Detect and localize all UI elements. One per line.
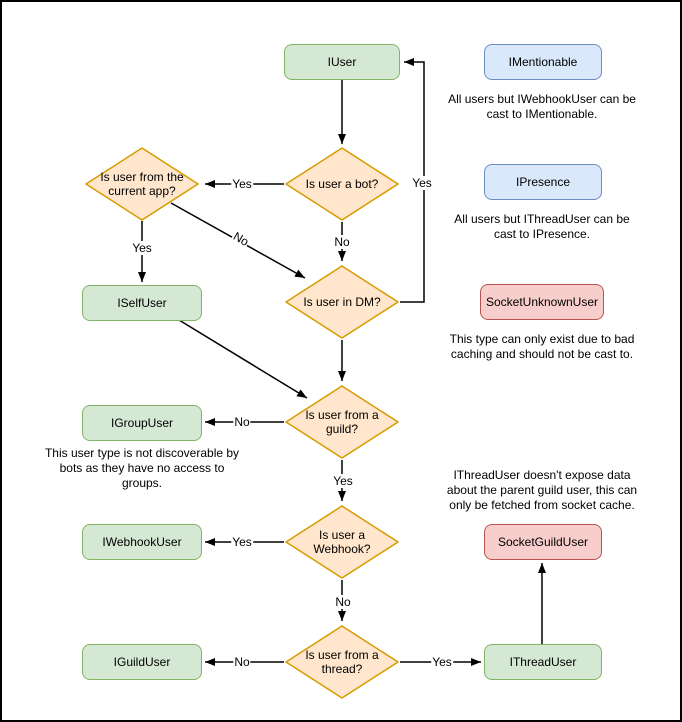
- diamond-shape: [85, 147, 199, 221]
- diamond-shape: [285, 505, 399, 579]
- annotation-presence-note: All users but IThreadUser can be cast to…: [454, 212, 630, 241]
- edge-label-bot-yes: Yes: [231, 177, 253, 191]
- node-igroupuser: IGroupUser: [82, 405, 202, 441]
- edge-label-bot-no: No: [333, 235, 351, 249]
- node-socketguilduser: SocketGuildUser: [484, 524, 602, 560]
- decision-from-thread: Is user from a thread?: [284, 624, 400, 700]
- decision-from-current-app-label: Is user from the current app?: [100, 169, 184, 198]
- decision-in-dm-label: Is user in DM?: [303, 294, 381, 309]
- edge-label-guild-yes: Yes: [332, 474, 354, 488]
- edge-iselfuser-to-guild: [178, 319, 308, 399]
- decision-from-guild-label: Is user from a guild?: [305, 407, 379, 436]
- node-iwebhookuser: IWebhookUser: [82, 524, 202, 560]
- diamond-shape: [285, 625, 399, 699]
- edge-label-thread-yes: Yes: [431, 655, 453, 669]
- annotation-thread-note: IThreadUser doesn't expose data about th…: [446, 468, 638, 512]
- decision-from-guild: Is user from a guild?: [284, 384, 400, 460]
- diamond-shape: [285, 385, 399, 459]
- node-igroupuser-label: IGroupUser: [110, 415, 174, 430]
- edge-label-thread-no: No: [233, 655, 251, 669]
- edge-label-dm-yes: Yes: [411, 176, 433, 190]
- node-socketunknownuser: SocketUnknownUser: [480, 284, 604, 320]
- node-ipresence: IPresence: [484, 164, 602, 200]
- node-iuser: IUser: [284, 44, 400, 80]
- node-iuser-label: IUser: [327, 54, 357, 69]
- node-imentionable-label: IMentionable: [508, 54, 578, 69]
- decision-from-thread-label: Is user from a thread?: [305, 647, 379, 676]
- node-iguilduser: IGuildUser: [82, 644, 202, 680]
- annotation-unknown-note: This type can only exist due to bad cach…: [449, 332, 635, 361]
- node-iwebhookuser-label: IWebhookUser: [102, 534, 182, 549]
- node-ithreaduser-label: IThreadUser: [509, 654, 577, 669]
- decision-is-webhook-label: Is user a Webhook?: [313, 527, 371, 556]
- decision-is-bot: Is user a bot?: [284, 146, 400, 222]
- diamond-shape: [285, 265, 399, 339]
- node-iguilduser-label: IGuildUser: [113, 654, 171, 669]
- node-ithreaduser: IThreadUser: [484, 644, 602, 680]
- decision-is-bot-label: Is user a bot?: [305, 176, 379, 191]
- decision-from-current-app: Is user from the current app?: [84, 146, 200, 222]
- node-ipresence-label: IPresence: [515, 174, 571, 189]
- node-socketunknownuser-label: SocketUnknownUser: [485, 294, 599, 309]
- diamond-shape: [285, 147, 399, 221]
- edge-label-app-yes: Yes: [131, 241, 153, 255]
- node-imentionable: IMentionable: [484, 44, 602, 80]
- decision-is-webhook: Is user a Webhook?: [284, 504, 400, 580]
- annotation-group-note: This user type is not discoverable by bo…: [44, 446, 240, 490]
- decision-in-dm: Is user in DM?: [284, 264, 400, 340]
- node-iselfuser-label: ISelfUser: [117, 295, 167, 310]
- edge-label-webhook-no: No: [334, 595, 352, 609]
- edge-label-webhook-yes: Yes: [231, 535, 253, 549]
- edge-label-guild-no: No: [233, 415, 251, 429]
- annotation-mentionable-note: All users but IWebhookUser can be cast t…: [448, 92, 636, 121]
- node-iselfuser: ISelfUser: [82, 285, 202, 321]
- node-socketguilduser-label: SocketGuildUser: [497, 534, 589, 549]
